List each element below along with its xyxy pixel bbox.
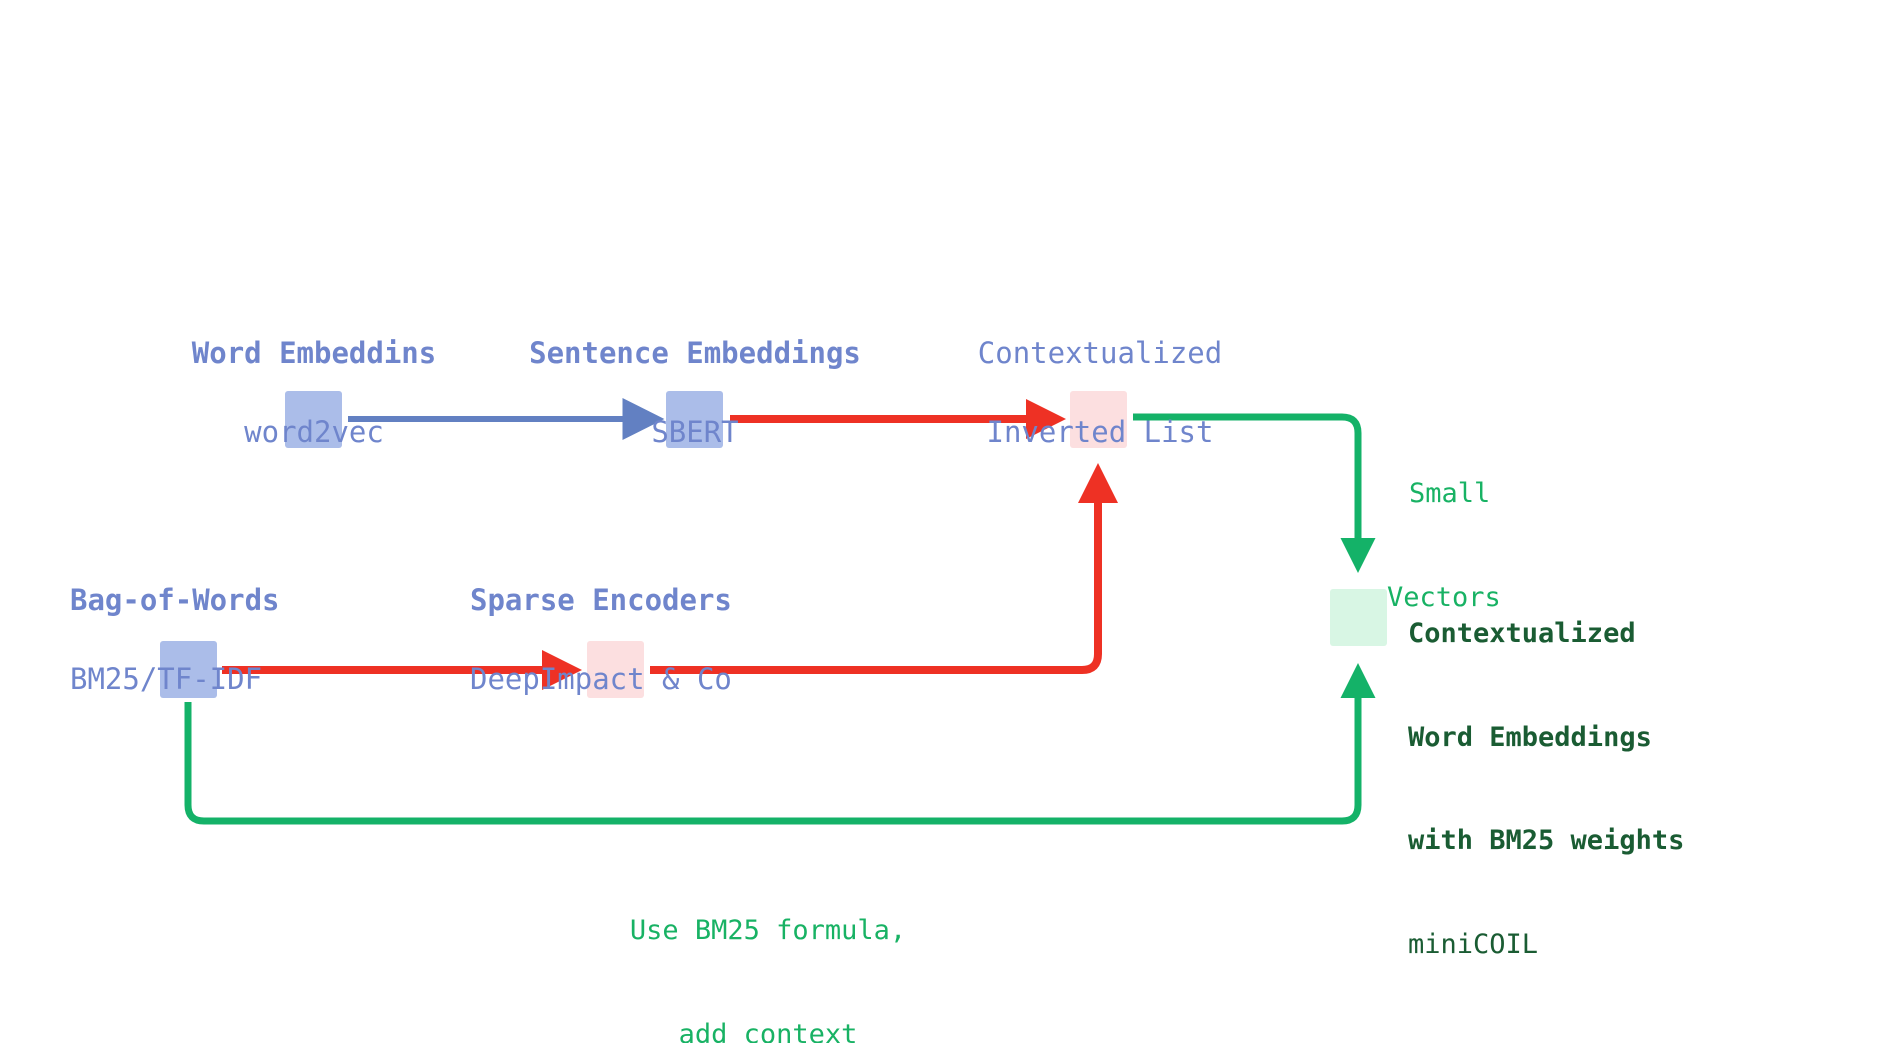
- label-small-vectors-line1: Small: [1409, 478, 1491, 510]
- label-minicoil-line2: Word Embeddings: [1408, 721, 1652, 753]
- label-small-vectors-line2: Vectors: [1387, 581, 1501, 613]
- label-bm25-formula-line2: add context: [678, 1018, 858, 1043]
- edge-bow-to-minicoil: [184, 663, 1376, 825]
- node-box-minicoil[interactable]: [1330, 589, 1387, 646]
- label-word-embeddings: Word Embeddins word2vec: [192, 293, 436, 493]
- label-contextualized-inverted-list-subtitle: Inverted List: [986, 414, 1214, 449]
- label-sentence-embeddings-title: Sentence Embeddings: [529, 335, 861, 370]
- node-box-bag-of-words[interactable]: [160, 641, 217, 698]
- node-box-contextualized-inverted-list[interactable]: [1070, 391, 1127, 448]
- label-sparse-encoders-subtitle: DeepImpact & Co: [470, 661, 732, 696]
- label-bm25-formula: Use BM25 formula, add context: [630, 845, 906, 1043]
- node-box-word-embeddings[interactable]: [285, 391, 342, 448]
- label-sentence-embeddings-subtitle: SBERT: [651, 414, 739, 449]
- label-bag-of-words-title: Bag-of-Words: [70, 582, 280, 617]
- label-bm25-formula-line1: Use BM25 formula,: [629, 915, 907, 947]
- label-contextualized-inverted-list: Contextualized Inverted List: [978, 293, 1222, 493]
- node-box-sentence-embeddings[interactable]: [666, 391, 723, 448]
- label-sparse-encoders: Sparse Encoders DeepImpact & Co: [470, 540, 732, 740]
- label-contextualized-inverted-list-title: Contextualized: [977, 335, 1223, 370]
- label-bag-of-words-subtitle: BM25/TF-IDF: [70, 661, 263, 696]
- label-word-embeddings-title: Word Embeddins: [191, 335, 437, 370]
- label-word-embeddings-subtitle: word2vec: [244, 414, 384, 449]
- label-minicoil-line3: with BM25 weights: [1408, 825, 1685, 857]
- label-small-vectors: Small Vectors: [1387, 408, 1501, 684]
- label-bag-of-words: Bag-of-Words BM25/TF-IDF: [70, 540, 280, 740]
- label-minicoil-line4: miniCOIL: [1408, 929, 1539, 961]
- label-minicoil-line1: Contextualized: [1408, 618, 1636, 650]
- label-sentence-embeddings: Sentence Embeddings SBERT: [529, 293, 861, 493]
- node-box-sparse-encoders[interactable]: [587, 641, 644, 698]
- label-sparse-encoders-title: Sparse Encoders: [470, 582, 732, 617]
- label-minicoil-result: Contextualized Word Embeddings with BM25…: [1408, 548, 1684, 1032]
